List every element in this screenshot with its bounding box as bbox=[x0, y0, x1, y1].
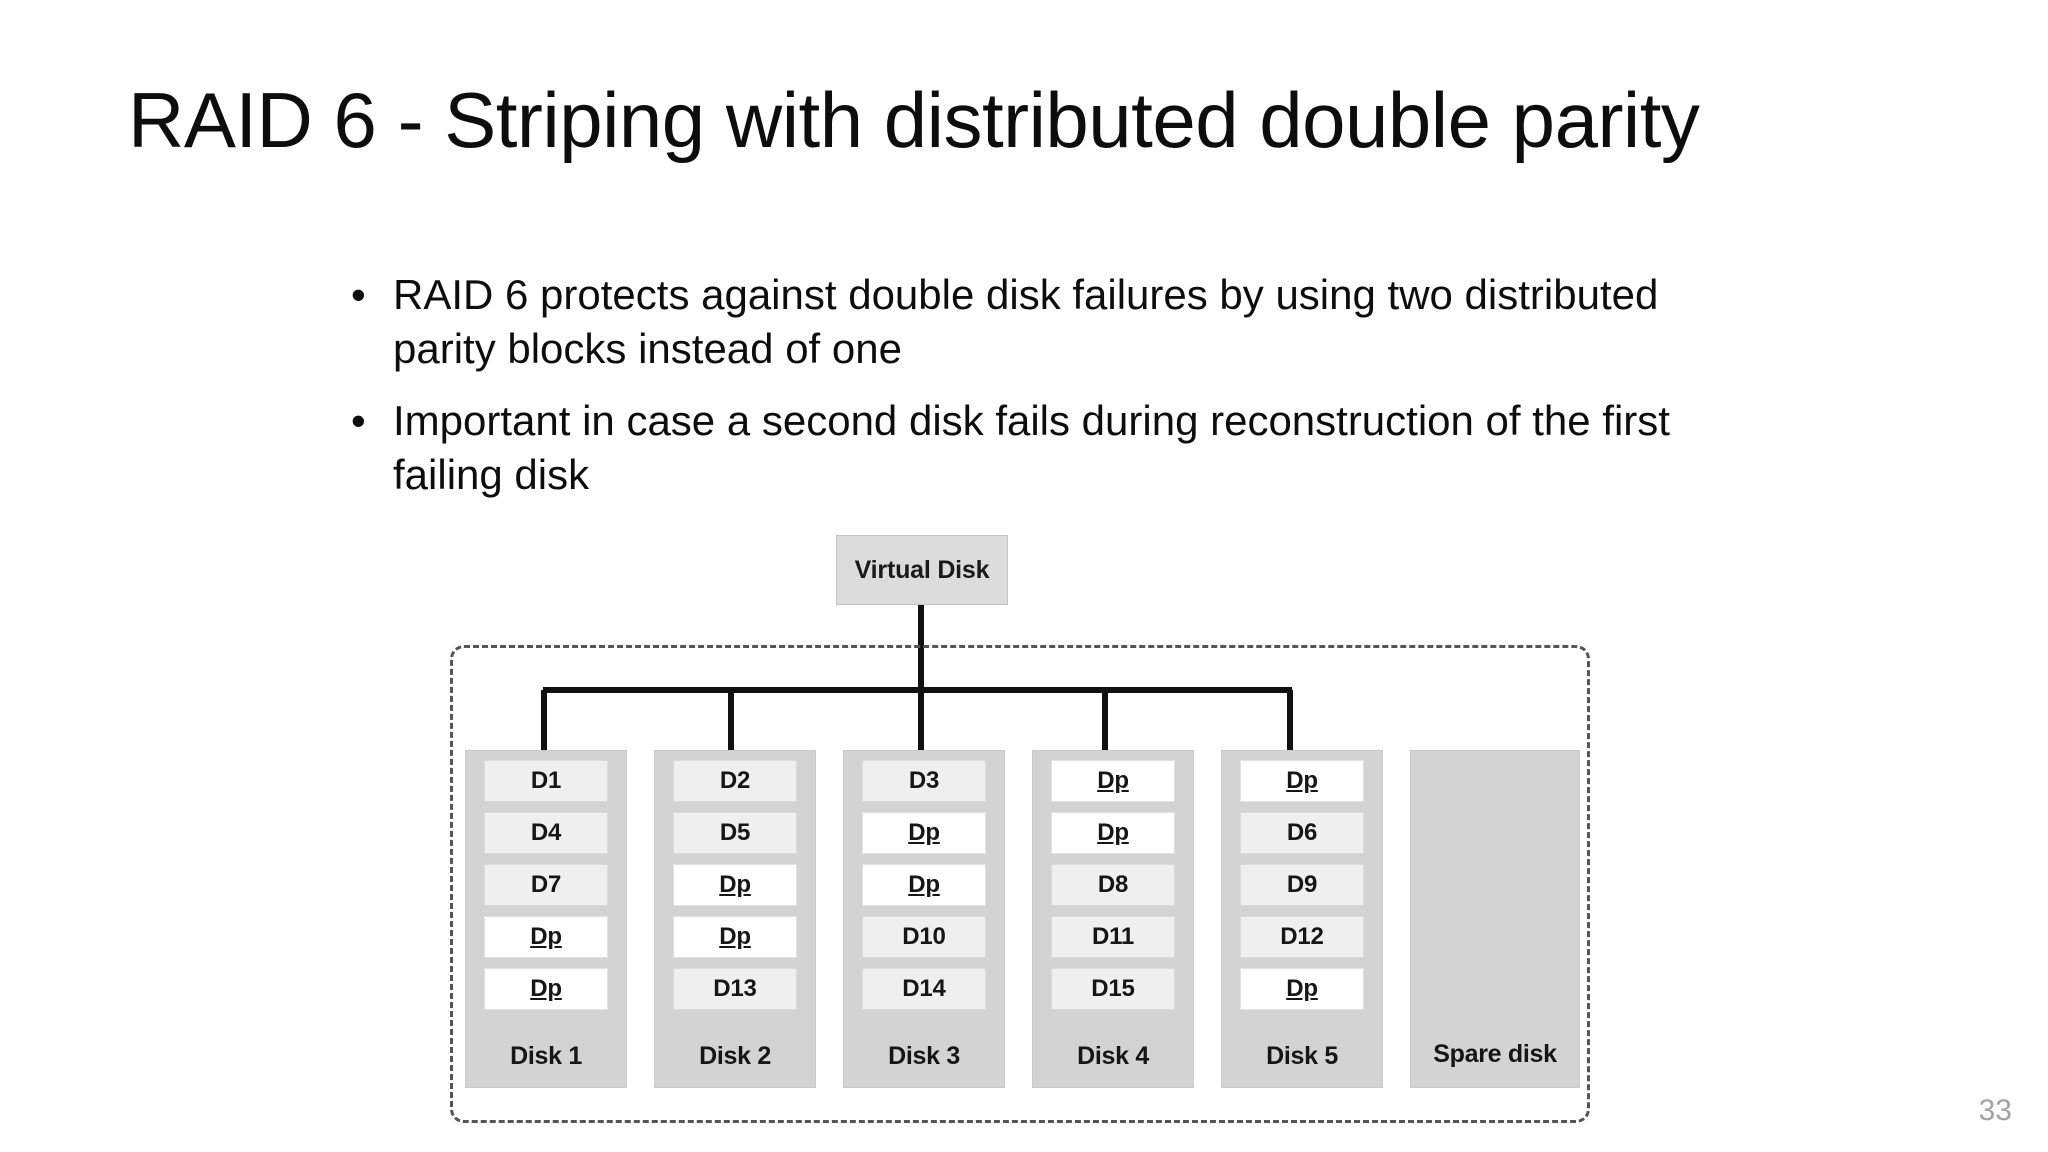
disk-block[interactable]: D3 bbox=[862, 760, 986, 802]
disk-block[interactable]: D11 bbox=[1051, 916, 1175, 958]
list-item: • Important in case a second disk fails … bbox=[345, 394, 1745, 502]
disk-block-label: D5 bbox=[719, 819, 751, 846]
disk-block[interactable]: D10 bbox=[862, 916, 986, 958]
disk-block-label: D10 bbox=[902, 923, 946, 950]
page-number: 33 bbox=[1978, 1094, 2012, 1127]
disk-block-label: D11 bbox=[1091, 923, 1135, 950]
bullet-list: • RAID 6 protects against double disk fa… bbox=[345, 268, 1745, 520]
disk-block-label: D12 bbox=[1280, 923, 1324, 950]
disk-block-label: D2 bbox=[719, 767, 751, 794]
disk-panel-2[interactable]: D2 D5 Dp Dp D13 Disk 2 bbox=[654, 750, 816, 1088]
disk-block[interactable]: D7 bbox=[484, 864, 608, 906]
disk-block-label: D4 bbox=[530, 819, 562, 846]
disk-block-label: D14 bbox=[902, 975, 946, 1002]
parity-block[interactable]: Dp bbox=[484, 916, 608, 958]
virtual-disk-box[interactable]: Virtual Disk bbox=[836, 535, 1008, 605]
disk-block[interactable]: D15 bbox=[1051, 968, 1175, 1010]
disk-panel-3[interactable]: D3 Dp Dp D10 D14 Disk 3 bbox=[843, 750, 1005, 1088]
parity-block[interactable]: Dp bbox=[1240, 968, 1364, 1010]
disk-panel-label: Disk 5 bbox=[1266, 1042, 1338, 1070]
parity-block-label: Dp bbox=[530, 975, 562, 1002]
disk-block[interactable]: D13 bbox=[673, 968, 797, 1010]
bullet-marker-icon: • bbox=[351, 271, 366, 318]
disk-panel-4[interactable]: Dp Dp D8 D11 D15 Disk 4 bbox=[1032, 750, 1194, 1088]
parity-block-label: Dp bbox=[1286, 767, 1318, 794]
disk-block[interactable]: D14 bbox=[862, 968, 986, 1010]
parity-block-label: Dp bbox=[1097, 767, 1129, 794]
disk-block[interactable]: D4 bbox=[484, 812, 608, 854]
disk-panel-label: Disk 1 bbox=[510, 1042, 582, 1070]
parity-block[interactable]: Dp bbox=[673, 864, 797, 906]
virtual-disk-label: Virtual Disk bbox=[854, 555, 990, 584]
disk-block[interactable]: D5 bbox=[673, 812, 797, 854]
parity-block-label: Dp bbox=[719, 871, 751, 898]
disk-block-label: D1 bbox=[530, 767, 562, 794]
disk-block-label: D13 bbox=[713, 975, 757, 1002]
disk-block[interactable]: D6 bbox=[1240, 812, 1364, 854]
disk-block-label: D15 bbox=[1091, 975, 1135, 1002]
parity-block[interactable]: Dp bbox=[862, 864, 986, 906]
parity-block-label: Dp bbox=[719, 923, 751, 950]
disk-block[interactable]: D8 bbox=[1051, 864, 1175, 906]
parity-block[interactable]: Dp bbox=[862, 812, 986, 854]
disk-panel-spare[interactable]: Spare disk bbox=[1410, 750, 1580, 1088]
bullet-text: RAID 6 protects against double disk fail… bbox=[393, 271, 1659, 372]
list-item: • RAID 6 protects against double disk fa… bbox=[345, 268, 1745, 376]
parity-block[interactable]: Dp bbox=[1051, 812, 1175, 854]
disk-panel-1[interactable]: D1 D4 D7 Dp Dp Disk 1 bbox=[465, 750, 627, 1088]
disk-row: D1 D4 D7 Dp Dp Disk 1 D2 D5 Dp Dp D13 Di… bbox=[465, 750, 1580, 1088]
disk-block-label: D7 bbox=[530, 871, 562, 898]
bullet-text: Important in case a second disk fails du… bbox=[393, 397, 1670, 498]
disk-block[interactable]: D9 bbox=[1240, 864, 1364, 906]
parity-block-label: Dp bbox=[1286, 975, 1318, 1002]
disk-panel-label: Disk 4 bbox=[1077, 1042, 1149, 1070]
parity-block-label: Dp bbox=[908, 871, 940, 898]
bullet-marker-icon: • bbox=[351, 397, 366, 444]
parity-block[interactable]: Dp bbox=[1051, 760, 1175, 802]
disk-panel-label: Disk 2 bbox=[699, 1042, 771, 1070]
array-enclosure-border bbox=[450, 645, 1590, 1123]
disk-block-label: D8 bbox=[1097, 871, 1129, 898]
disk-block[interactable]: D2 bbox=[673, 760, 797, 802]
parity-block-label: Dp bbox=[530, 923, 562, 950]
disk-block[interactable]: D1 bbox=[484, 760, 608, 802]
parity-block-label: Dp bbox=[1097, 819, 1129, 846]
parity-block[interactable]: Dp bbox=[484, 968, 608, 1010]
disk-block-label: D6 bbox=[1286, 819, 1318, 846]
disk-panel-label: Spare disk bbox=[1433, 1040, 1557, 1068]
parity-block-label: Dp bbox=[908, 819, 940, 846]
disk-block-label: D3 bbox=[908, 767, 940, 794]
disk-block[interactable]: D12 bbox=[1240, 916, 1364, 958]
disk-block-label: D9 bbox=[1286, 871, 1318, 898]
disk-panel-5[interactable]: Dp D6 D9 D12 Dp Disk 5 bbox=[1221, 750, 1383, 1088]
disk-panel-label: Disk 3 bbox=[888, 1042, 960, 1070]
page-title: RAID 6 - Striping with distributed doubl… bbox=[128, 76, 1700, 164]
parity-block[interactable]: Dp bbox=[673, 916, 797, 958]
parity-block[interactable]: Dp bbox=[1240, 760, 1364, 802]
